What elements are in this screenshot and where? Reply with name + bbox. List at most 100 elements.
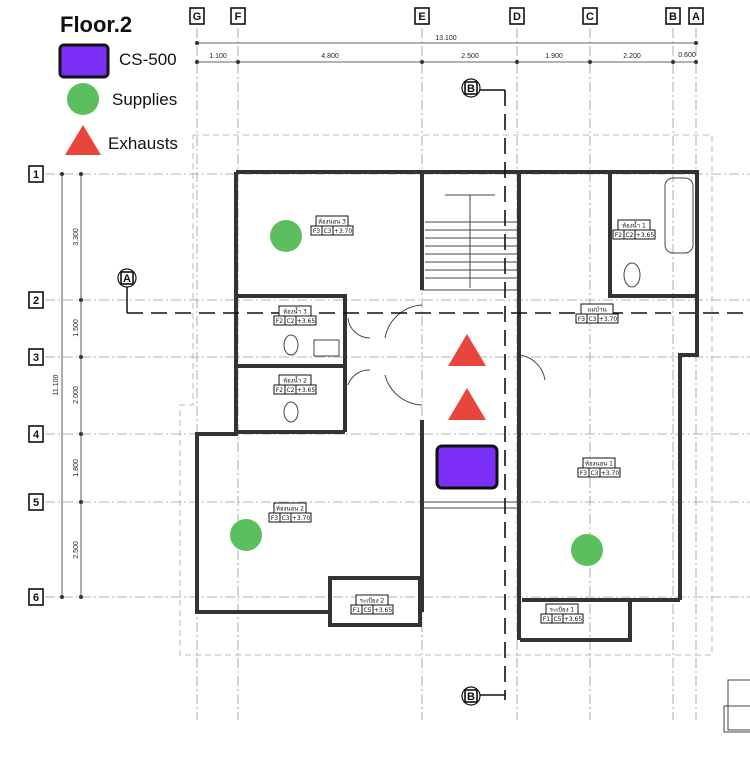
room-code: +3.65 [297,318,316,325]
svg-text:A: A [692,11,700,23]
grid-col-C: C [582,7,598,25]
grid-row-4: 4 [28,425,44,443]
svg-text:13.100: 13.100 [435,35,457,42]
section-lines [126,89,750,700]
room-code: F3 [313,228,320,235]
exhaust-marker [448,388,486,420]
svg-text:5: 5 [33,497,39,509]
legend-supplies-icon [67,83,99,115]
room-code: F2 [276,387,283,394]
room-code: +3.70 [292,515,311,522]
room-name: ระเบียง 2 [360,597,385,605]
grid-row-1: 1 [28,165,44,183]
svg-text:4.800: 4.800 [321,53,339,60]
row-labels: 1 2 3 4 5 6 [28,165,44,606]
svg-text:1.500: 1.500 [73,319,80,337]
room-code: C3 [590,470,598,477]
svg-text:2.500: 2.500 [73,541,80,559]
svg-text:G: G [193,11,202,23]
section-marker-b-top[interactable]: B [461,78,481,98]
room-code: +3.65 [564,616,583,623]
svg-text:E: E [418,11,425,23]
section-marker-b-bottom[interactable]: B [461,686,481,706]
bathtub [664,177,694,254]
room-code: C3 [588,316,596,323]
room-code: F1 [543,616,550,623]
section-marker-a[interactable]: A [117,268,137,288]
room-name: ห้องนอน 3 [318,219,346,226]
room-code: C3 [281,515,289,522]
room-name: ห้องน้ำ 1 [622,220,646,230]
room-name: แม่บ้าน [587,307,606,314]
svg-text:B: B [467,691,475,703]
roof-outline [179,134,713,656]
title-block-fragment [723,679,750,733]
room-code: F3 [271,515,278,522]
svg-text:2.000: 2.000 [73,386,80,404]
svg-text:1.100: 1.100 [209,53,227,60]
svg-text:3: 3 [33,352,39,364]
supply-marker [270,220,302,252]
supply-marker [571,534,603,566]
legend-symbols [58,43,110,155]
grid-row-5: 5 [28,493,44,511]
svg-text:6: 6 [33,592,39,604]
svg-text:F: F [235,11,242,23]
room-code: +3.65 [297,387,316,394]
cs-500-unit [435,444,499,490]
equipment-markers [230,220,603,566]
svg-text:2.200: 2.200 [623,53,641,60]
svg-text:C: C [586,11,594,23]
row-dimensions: 11.100 3.300 1.500 2.000 1.800 2.500 [53,172,83,599]
svg-text:11.100: 11.100 [53,374,60,395]
fixtures [283,177,694,423]
svg-text:1.800: 1.800 [73,459,80,477]
room-name: ห้องน้ำ 2 [283,375,307,385]
staircase [425,194,518,288]
room-code: +3.65 [636,232,655,239]
room-name: ห้องนอน 2 [276,506,304,513]
grid-col-B: B [665,7,681,25]
room-name: ระเบียง 1 [550,606,575,614]
svg-text:D: D [513,11,521,23]
grid-col-F: F [230,7,246,25]
grid-row-2: 2 [28,291,44,309]
svg-text:A: A [123,273,131,285]
grid-col-E: E [414,7,430,25]
room-code: C5 [363,607,371,614]
floor-title: Floor.2 [60,12,133,37]
room-code: C2 [286,318,294,325]
room-code: F1 [353,607,360,614]
room-code: F2 [615,232,622,239]
room-code: C2 [625,232,633,239]
room-code: C3 [323,228,331,235]
toilet [623,262,641,288]
column-labels: G F E D C B A [189,7,704,25]
legend-exhausts-label: Exhausts [108,134,178,153]
room-code: F3 [580,470,587,477]
row-grid-lines [45,173,750,598]
svg-text:4: 4 [33,429,40,441]
grid-col-D: D [509,7,525,25]
door-swings [347,304,546,406]
toilet [283,334,299,356]
exhaust-marker [448,334,486,366]
room-name: ห้องนอน 1 [585,461,613,468]
room-code: +3.70 [334,228,353,235]
grid-row-6: 6 [28,588,44,606]
room-code: +3.65 [374,607,393,614]
column-grid-lines [196,28,697,720]
room-code: C2 [286,387,294,394]
column-dimensions: 13.100 1.100 4.800 2.500 1.900 2.200 0.6… [195,35,698,64]
grid-row-3: 3 [28,348,44,366]
svg-text:B: B [467,83,475,95]
